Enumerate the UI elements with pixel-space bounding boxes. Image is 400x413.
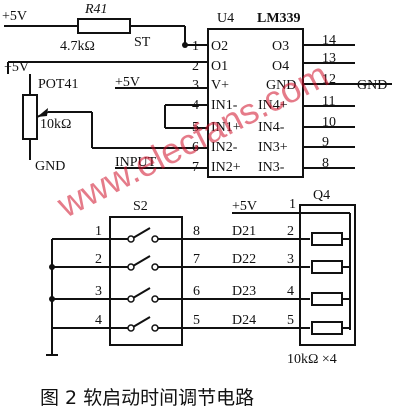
net-label: D24 [232, 313, 256, 328]
ic-pin-number: 11 [322, 94, 335, 109]
q4-resistor-network: Q4 +5V 1 2 3 4 5 10kΩ ×4 [232, 188, 356, 367]
q4-pin: 3 [287, 252, 294, 267]
ic-pin-number: 2 [192, 59, 199, 74]
pot41-resistor [22, 94, 38, 140]
q4-resistor [311, 321, 343, 335]
q4-body [299, 204, 356, 346]
s2-pin-left: 2 [95, 252, 102, 267]
s2-pin-left: 3 [95, 284, 102, 299]
ic-pin-number: 7 [192, 160, 199, 175]
st-label: ST [134, 35, 151, 50]
plus5v-label-r41: +5V [2, 9, 27, 24]
net-label: D23 [232, 284, 256, 299]
r41-value: 4.7kΩ [60, 39, 95, 54]
ic-pin-number: 3 [192, 78, 199, 93]
q4-resistor [311, 292, 343, 306]
ic-pin-number: 14 [322, 33, 336, 48]
ic-ref: U4 [217, 11, 234, 26]
r41-resistor [77, 18, 131, 34]
pot41-label: POT41 [38, 77, 78, 92]
pot41-value: 10kΩ [40, 117, 71, 132]
s2-contact [110, 287, 182, 303]
s2-dip-switch: S2 1 2 3 4 [46, 199, 200, 356]
ic-part: LM339 [257, 11, 301, 26]
ic-right-pins: O3 14 O4 13 GND 12 GND IN4+ 11 IN4- 10 I… [258, 33, 392, 175]
vplus-input-section: +5V INPUT [115, 75, 208, 170]
s2-contact [110, 227, 182, 243]
plus5v-label-q4: +5V [232, 199, 257, 214]
ic-pin-name: O3 [272, 39, 289, 54]
ic-pin-number: 4 [192, 98, 199, 113]
gnd-label-pot: GND [35, 159, 65, 174]
ic-pin-name: IN3+ [258, 140, 288, 155]
ic-pin-name: IN2+ [211, 160, 241, 175]
ic-pin-name: IN4- [258, 120, 285, 135]
q4-resistor [311, 232, 343, 246]
ic-pin-name: IN3- [258, 160, 285, 175]
r41-section: +5V R41 4.7kΩ ST [2, 2, 208, 74]
ic-pin-name: IN2- [211, 140, 238, 155]
plus5v-label-pot: +5V [4, 60, 29, 75]
net-label: D21 [232, 224, 256, 239]
wiper-arrow [37, 108, 48, 117]
q4-pin: 2 [287, 224, 294, 239]
figure-caption: 图 2 软启动时间调节电路 [40, 387, 254, 409]
ic-pin-name: O1 [211, 59, 228, 74]
plus5v-label-vplus: +5V [115, 75, 140, 90]
ic-pin-name: IN1+ [211, 120, 241, 135]
net-label: D22 [232, 252, 256, 267]
q4-resistor [311, 260, 343, 274]
ic-pin-number: 1 [192, 39, 199, 54]
r41-name: R41 [84, 2, 108, 17]
pot41-section: +5V POT41 10kΩ GND [4, 60, 208, 174]
s2-pin-left: 1 [95, 224, 102, 239]
ic-pin-number: 12 [322, 72, 336, 87]
gnd-label-ic: GND [357, 78, 387, 93]
s2-pin-right: 5 [193, 313, 200, 328]
ic-pin-number: 10 [322, 115, 336, 130]
q4-pin: 1 [289, 197, 296, 212]
ic-pin-name: V+ [211, 78, 229, 93]
ic-pin-name: O2 [211, 39, 228, 54]
d-nets: D21 D22 D23 D24 [182, 224, 310, 329]
ic-pin-number: 5 [192, 120, 199, 135]
ic-left-pins: 1 O2 2 O1 3 V+ 4 IN1- 5 IN1+ 6 IN2- 7 IN… [192, 39, 241, 175]
s2-contact [110, 316, 182, 332]
lm339-ic: U4 LM339 1 O2 2 O1 3 V+ 4 IN1- 5 IN1+ 6 … [192, 11, 392, 178]
q4-pin: 5 [287, 313, 294, 328]
input-label: INPUT [115, 155, 157, 170]
ic-pin-name: O4 [272, 59, 289, 74]
s2-pin-right: 8 [193, 224, 200, 239]
ic-pin-number: 9 [322, 135, 329, 150]
q4-ref: Q4 [313, 188, 330, 203]
ic-pin-name: IN1- [211, 98, 238, 113]
s2-body [109, 216, 183, 346]
q4-pin: 4 [287, 284, 294, 299]
ic-pin-name: GND [266, 78, 296, 93]
s2-pin-left: 4 [95, 313, 102, 328]
ic-pin-name: IN4+ [258, 98, 288, 113]
ic-pin-number: 8 [322, 156, 329, 171]
s2-pin-right: 6 [193, 284, 200, 299]
q4-value: 10kΩ ×4 [287, 352, 337, 367]
s2-pin-right: 7 [193, 252, 200, 267]
lm339-body [207, 28, 304, 178]
s2-contact [110, 255, 182, 271]
s2-ref: S2 [133, 199, 148, 214]
ic-pin-number: 13 [322, 51, 336, 66]
ic-pin-number: 6 [192, 140, 199, 155]
